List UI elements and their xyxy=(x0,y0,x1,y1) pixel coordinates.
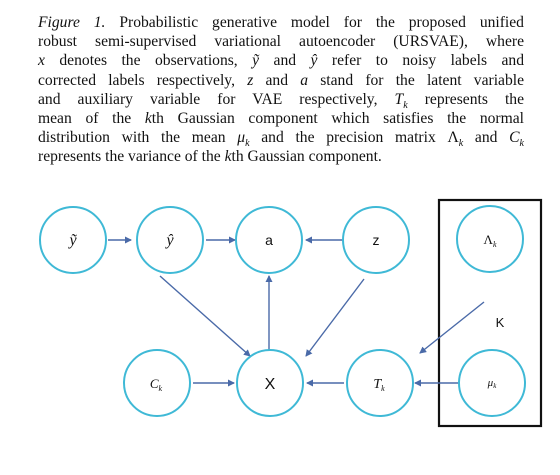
caption-fragment: and auxiliary variable for VAE respectiv… xyxy=(38,90,395,108)
caption-fragment: C xyxy=(509,129,520,147)
caption-fragment: and xyxy=(463,129,510,147)
node-y-tilde: ỹ xyxy=(39,206,107,274)
edge-yhat-x xyxy=(159,275,251,357)
caption-fragment: k xyxy=(519,138,524,150)
node-y-tilde-label: ỹ xyxy=(67,232,77,249)
caption-fragment: k xyxy=(403,99,408,111)
node-a-label: a xyxy=(265,232,273,248)
figure-label: Figure 1. xyxy=(38,14,106,31)
caption-fragment: corrected labels respectively, xyxy=(38,71,248,89)
node-c-k-label: Ck xyxy=(150,376,163,393)
plate-label: K xyxy=(496,315,505,330)
caption-line: robust semi-supervised variational autoe… xyxy=(38,32,524,51)
caption-fragment: k xyxy=(144,110,152,128)
caption-fragment: a xyxy=(300,71,308,89)
caption-fragment: denotes the observations, xyxy=(44,52,253,70)
node-x: X xyxy=(236,349,304,417)
caption-fragment: μ xyxy=(237,129,246,147)
caption-text: Figure 1. Probabilistic generative model… xyxy=(38,13,524,167)
caption-line: distribution with the mean μk and the pr… xyxy=(38,128,524,150)
edges xyxy=(108,236,485,387)
caption-fragment: th Gaussian component. xyxy=(231,148,382,166)
caption-line: corrected labels respectively, z and a s… xyxy=(38,71,524,90)
caption-fragment: Probabilistic generative model for the p… xyxy=(105,14,524,31)
caption-fragment: x xyxy=(38,52,45,70)
caption-line: mean of the kth Gaussian component which… xyxy=(38,109,524,128)
node-z-label: z xyxy=(373,232,380,248)
caption-fragment: z xyxy=(247,71,254,89)
caption-fragment: stand for the latent variable xyxy=(308,71,525,89)
figure-caption: Figure 1. Probabilistic generative model… xyxy=(38,13,524,167)
caption-fragment: ŷ xyxy=(310,52,318,70)
caption-fragment: T xyxy=(394,90,404,108)
caption-line: and auxiliary variable for VAE respectiv… xyxy=(38,90,525,111)
caption-fragment: k xyxy=(245,138,250,150)
plate-k xyxy=(437,198,543,428)
node-a: a xyxy=(235,206,303,274)
node-t-k-label: Tk xyxy=(373,377,385,393)
caption-fragment: th Gaussian component which satisfies th… xyxy=(151,110,524,128)
caption-fragment: Λ xyxy=(447,129,459,147)
node-y-hat: ŷ xyxy=(136,206,204,274)
caption-fragment: and xyxy=(259,52,311,70)
node-lambda-k: Λk xyxy=(456,205,524,273)
caption-fragment: ỹ xyxy=(252,52,260,70)
edge-z-x xyxy=(305,278,365,357)
node-x-label: X xyxy=(265,376,276,393)
caption-fragment: refer to noisy labels and xyxy=(317,52,524,70)
caption-fragment: and the precision matrix xyxy=(249,129,448,147)
caption-line: Figure 1. Probabilistic generative model… xyxy=(38,13,524,32)
node-lambda-k-label: Λk xyxy=(484,232,497,249)
caption-fragment: k xyxy=(224,148,232,166)
caption-fragment: robust semi-supervised variational autoe… xyxy=(38,33,524,51)
caption-fragment: represents the variance of the xyxy=(38,148,225,166)
caption-fragment: k xyxy=(458,138,464,150)
node-mu-k: μk xyxy=(458,349,526,417)
node-t-k: Tk xyxy=(346,349,414,417)
edge-lambdak-tk xyxy=(419,301,485,354)
node-c-k: Ck xyxy=(123,349,191,417)
caption-fragment: and xyxy=(253,71,301,89)
node-mu-k-label: μk xyxy=(487,377,498,390)
caption-fragment: mean of the xyxy=(38,110,145,128)
caption-line: represents the variance of the kth Gauss… xyxy=(38,147,524,166)
caption-fragment: represents the xyxy=(407,90,525,108)
node-z: z xyxy=(342,206,410,274)
caption-fragment: distribution with the mean xyxy=(38,129,238,147)
node-y-hat-label: ŷ xyxy=(164,232,174,249)
caption-line: x denotes the observations, ỹ and ŷ refe… xyxy=(38,51,524,70)
